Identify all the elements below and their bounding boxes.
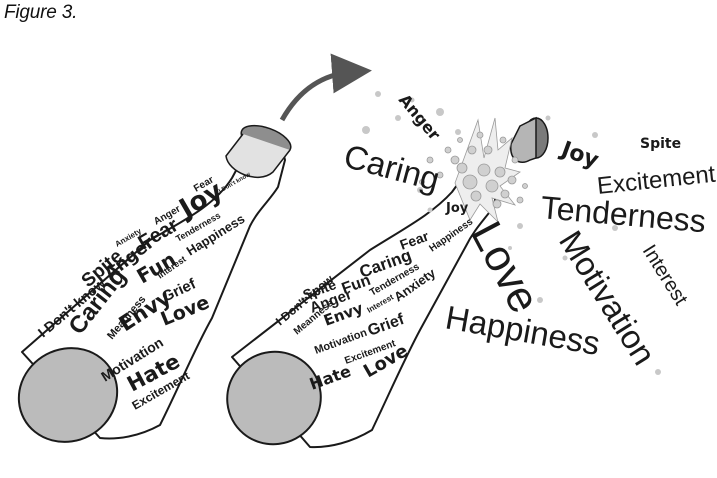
word: Interest: [638, 241, 692, 310]
open-bottle-base: [226, 350, 322, 446]
figure-caption: Figure 3.: [4, 2, 78, 23]
word: Joy: [556, 136, 602, 173]
cork-on-bottle: [225, 124, 292, 178]
word: Spite: [640, 136, 681, 152]
closed-bottle: [17, 124, 292, 443]
popped-cork: [510, 116, 549, 164]
cork-flight-arrow: [279, 53, 372, 122]
word: Excitement: [596, 161, 717, 200]
closed-bottle-base: [17, 347, 119, 443]
droplets: [362, 91, 661, 375]
open-bottle: [226, 163, 499, 449]
word: Tenderness: [539, 189, 707, 239]
word: Caring: [340, 137, 443, 198]
word: Joy: [445, 201, 469, 216]
word: Anger: [395, 90, 444, 144]
foam-burst: [419, 117, 528, 224]
